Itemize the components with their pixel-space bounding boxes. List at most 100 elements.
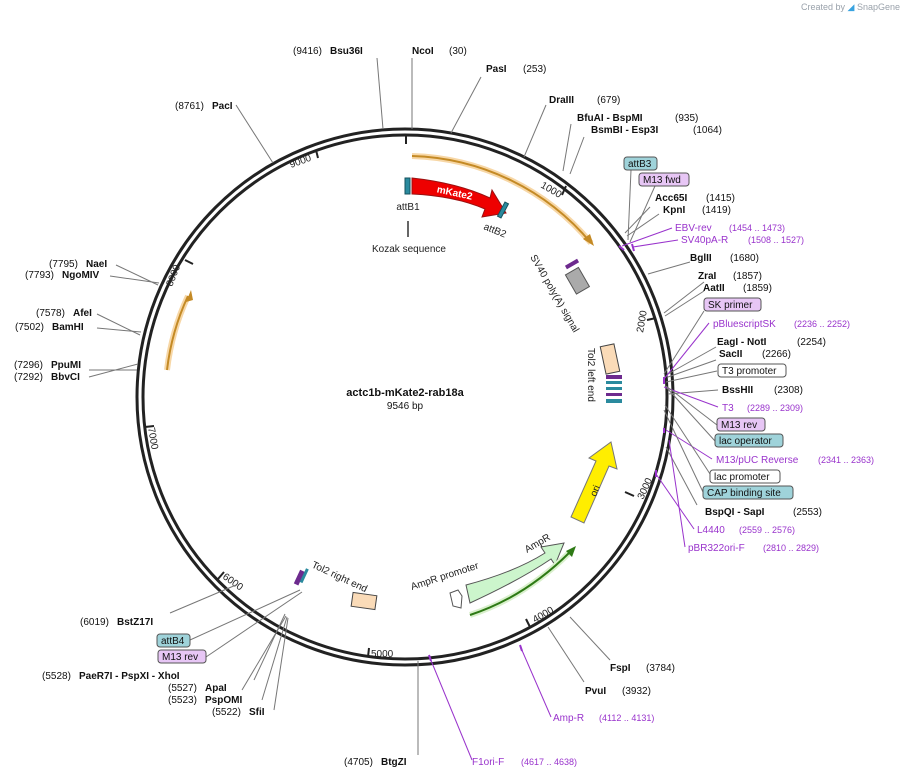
site-sacii[interactable]: SacII (2266) [719, 349, 791, 360]
site-acc65i[interactable]: Acc65I (1415) [655, 193, 735, 204]
tol2-left-block[interactable] [599, 343, 621, 375]
ampr-arrow[interactable] [465, 542, 565, 604]
site-pvui[interactable]: PvuI (3932) [585, 686, 651, 697]
svg-text:BbvCI: BbvCI [51, 372, 80, 383]
site-paer7i-pspxi-xhoi[interactable]: (5528) PaeR7I - PspXI - XhoI [42, 671, 180, 682]
svg-text:L4440: L4440 [697, 525, 725, 536]
primer-pbluescriptsk[interactable]: pBluescriptSK (2236 .. 2252) [713, 319, 850, 330]
primer-labels: EBV-rev (1454 .. 1473) SV40pA-R (1508 ..… [472, 223, 874, 768]
sv40-polya-block[interactable] [564, 266, 591, 295]
site-ngomiv[interactable]: (7793) NgoMIV [25, 270, 100, 281]
site-zrai[interactable]: ZraI (1857) [698, 271, 762, 282]
tol2-right-label: Tol2 right end [310, 560, 369, 595]
svg-text:BglII: BglII [690, 253, 712, 264]
box-attb4[interactable]: attB4 [156, 633, 191, 648]
svg-text:CAP binding site: CAP binding site [707, 488, 781, 499]
svg-text:pBR322ori-F: pBR322ori-F [688, 543, 745, 554]
svg-text:PasI: PasI [486, 64, 507, 75]
primer-m13-puc-reverse[interactable]: M13/pUC Reverse (2341 .. 2363) [716, 455, 874, 466]
svg-text:Acc65I: Acc65I [655, 193, 687, 204]
orf-arc-top[interactable] [411, 155, 592, 244]
site-ncoi[interactable]: NcoI (30) [412, 46, 467, 57]
plasmid-length: 9546 bp [387, 401, 424, 412]
svg-text:(2254): (2254) [797, 337, 826, 348]
m13-rev-marker [299, 568, 309, 584]
site-apai[interactable]: (5527) ApaI [168, 683, 227, 694]
svg-text:(1454 .. 1473): (1454 .. 1473) [729, 223, 785, 233]
svg-text:lac operator: lac operator [719, 436, 772, 447]
box-lac-operator[interactable]: lac operator [714, 433, 784, 448]
mkate2-arrow[interactable] [411, 177, 507, 218]
box-m13-fwd[interactable]: M13 fwd [638, 172, 690, 187]
box-lac-promoter[interactable]: lac promoter [709, 469, 781, 484]
svg-text:SK primer: SK primer [708, 300, 753, 311]
box-cap-binding-site[interactable]: CAP binding site [702, 485, 794, 500]
svg-text:(3932): (3932) [622, 686, 651, 697]
svg-text:(2236 .. 2252): (2236 .. 2252) [794, 319, 850, 329]
ampr-promoter-arrow[interactable] [449, 589, 463, 609]
primer-pbr322ori-f[interactable]: pBR322ori-F (2810 .. 2829) [688, 543, 819, 554]
svg-text:(2289 .. 2309): (2289 .. 2309) [747, 403, 803, 413]
primer-sv40pa-r[interactable]: SV40pA-R (1508 .. 1527) [681, 235, 804, 246]
box-attb3[interactable]: attB3 [623, 156, 658, 171]
site-eagi-noti[interactable]: EagI - NotI (2254) [717, 337, 826, 348]
attb4-marker[interactable] [293, 569, 305, 586]
snapgene-credit: Created by ◢ SnapGene [801, 2, 900, 13]
orf-arc-left[interactable] [166, 295, 189, 371]
site-bglii[interactable]: BglII (1680) [690, 253, 759, 264]
site-fspi[interactable]: FspI (3784) [610, 663, 675, 674]
tol2-right-block[interactable] [350, 591, 378, 611]
tol2-left-label: Tol2 left end [585, 348, 596, 402]
svg-text:AatII: AatII [703, 283, 725, 294]
site-bamhi[interactable]: (7502) BamHI [15, 322, 84, 333]
primer-l4440[interactable]: L4440 (2559 .. 2576) [697, 525, 795, 536]
svg-text:BfuAI - BspMI: BfuAI - BspMI [577, 113, 643, 124]
box-m13-rev-2[interactable]: M13 rev [157, 649, 207, 664]
svg-text:(253): (253) [523, 64, 546, 75]
site-afei[interactable]: (7578) AfeI [36, 308, 92, 319]
svg-text:(4617 .. 4638): (4617 .. 4638) [521, 757, 577, 767]
primer-t3[interactable]: T3 (2289 .. 2309) [722, 403, 803, 414]
site-pspomi[interactable]: (5523) PspOMI [168, 695, 242, 706]
site-paci[interactable]: (8761) PacI [175, 101, 233, 112]
site-btgzi[interactable]: (4705) BtgZI [344, 757, 407, 768]
ampr-green-line[interactable] [469, 551, 571, 616]
svg-text:M13 rev: M13 rev [721, 420, 757, 431]
tick-label-2000: 2000 [635, 309, 650, 333]
primer-amp-r[interactable]: Amp-R (4112 .. 4131) [553, 713, 654, 724]
site-bfuai-bspmi[interactable]: BfuAI - BspMI (935) [577, 113, 698, 124]
site-bsmbi-esp3i[interactable]: BsmBI - Esp3I (1064) [591, 125, 722, 136]
svg-text:PvuI: PvuI [585, 686, 606, 697]
primer-ebv-rev[interactable]: EBV-rev (1454 .. 1473) [675, 223, 785, 234]
attb2-marker[interactable] [496, 201, 510, 219]
site-kpni[interactable]: KpnI (1419) [663, 205, 731, 216]
site-aatii[interactable]: AatII (1859) [703, 283, 772, 294]
site-bbvci[interactable]: (7292) BbvCI [14, 372, 80, 383]
box-t3-promoter[interactable]: T3 promoter [717, 363, 787, 378]
site-sfii[interactable]: (5522) SfiI [212, 707, 265, 718]
box-sk-primer[interactable]: SK primer [703, 297, 762, 312]
orf-arc-top-head [583, 234, 594, 246]
svg-text:(1064): (1064) [693, 125, 722, 136]
svg-text:(8761): (8761) [175, 101, 204, 112]
svg-text:NgoMIV: NgoMIV [62, 270, 100, 281]
svg-text:attB3: attB3 [628, 159, 652, 170]
site-bsu36i[interactable]: (9416) Bsu36I [293, 46, 363, 57]
site-bsshii[interactable]: BssHII (2308) [722, 385, 803, 396]
site-pasi[interactable]: PasI (253) [486, 64, 546, 75]
site-ppumi[interactable]: (7296) PpuMI [14, 360, 81, 371]
svg-text:T3: T3 [722, 403, 734, 414]
svg-text:BssHII: BssHII [722, 385, 753, 396]
svg-text:BamHI: BamHI [52, 322, 84, 333]
attb1-marker[interactable] [404, 177, 411, 195]
site-draiii[interactable]: DraIII (679) [549, 95, 620, 106]
credit-prefix: Created by [800, 2, 845, 12]
primer-f1ori-f[interactable]: F1ori-F (4617 .. 4638) [472, 757, 577, 768]
site-bstz17i[interactable]: (6019) BstZ17I [80, 617, 153, 628]
site-bspqi-sapi[interactable]: BspQI - SapI (2553) [705, 507, 822, 518]
box-m13-rev[interactable]: M13 rev [716, 417, 766, 432]
svg-text:KpnI: KpnI [663, 205, 685, 216]
ori-arrow[interactable] [570, 441, 618, 524]
site-naei[interactable]: (7795) NaeI [49, 259, 107, 270]
credit-brand: SnapGene [856, 2, 900, 12]
